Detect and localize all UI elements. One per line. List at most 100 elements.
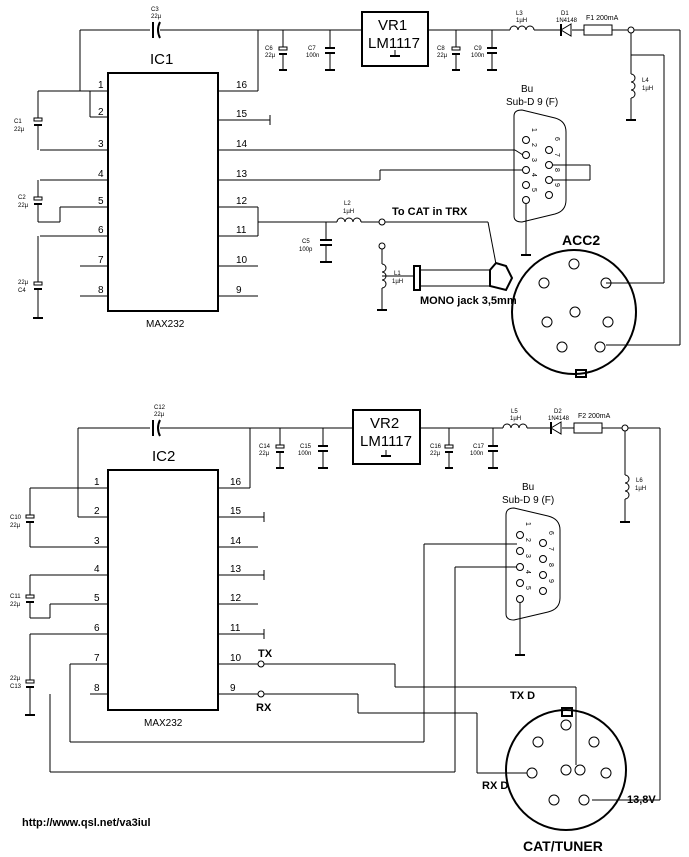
top-l1-ref: L1 <box>394 271 401 277</box>
bottom-l5-ref: L5 <box>511 409 518 415</box>
ic1-pin-4: 4 <box>98 169 104 180</box>
ic1-pin-10: 10 <box>236 255 248 266</box>
top-c4-ref: C4 <box>18 288 26 294</box>
ic1-pin-11: 11 <box>236 225 247 236</box>
top-c2-value: 22µ <box>18 203 29 209</box>
top-f1-label: F1 200mA <box>586 15 619 22</box>
top-subd-pin-5: 5 <box>530 188 537 192</box>
bottom-subd-pin-9: 9 <box>547 579 554 583</box>
bottom-decoupling-caps <box>275 428 498 469</box>
ic2-pin-3: 3 <box>94 536 100 547</box>
top-c1 <box>33 90 91 150</box>
top-c1-value: 22µ <box>14 127 25 133</box>
ic1-body <box>107 72 219 312</box>
top-subd-pins <box>522 136 553 204</box>
bottom-txd-label: TX D <box>510 690 535 702</box>
top-to-cat-label: To CAT in TRX <box>392 206 468 218</box>
bottom-subd-pins <box>516 531 547 603</box>
top-circuit: IC1 MAX232 1 2 3 4 5 6 7 8 16 15 14 13 1… <box>14 7 681 378</box>
top-mono-jack-label: MONO jack 3,5mm <box>420 295 517 307</box>
ic1-pin-14: 14 <box>236 139 248 150</box>
bottom-c10 <box>25 488 35 547</box>
ic2-pin-6: 6 <box>94 623 100 634</box>
bottom-supply-terminal <box>621 424 629 432</box>
vr2-body <box>352 409 421 465</box>
top-subd-bu: Bu <box>521 84 533 95</box>
footer-url: http://www.qsl.net/va3iul <box>22 817 151 829</box>
top-c5-ref: C5 <box>302 239 310 245</box>
top-subd-pin-8: 8 <box>553 168 560 172</box>
bottom-c14-ref: C14 <box>259 444 271 450</box>
bottom-c12-value: 22µ <box>154 412 165 418</box>
mono-jack-plug <box>413 261 514 292</box>
top-subd-connector <box>513 109 567 223</box>
bottom-subd-pin-8: 8 <box>547 563 554 567</box>
bottom-c16-value: 22µ <box>430 451 441 457</box>
top-c2 <box>33 180 61 223</box>
ic2-pin-4: 4 <box>94 564 100 575</box>
bottom-supply-wiring <box>592 427 661 801</box>
bottom-d2-value: 1N4148 <box>548 416 570 422</box>
top-l2-coil <box>336 217 362 223</box>
top-l1-branch <box>377 242 414 311</box>
bottom-rxd-label: RX D <box>482 780 508 792</box>
bottom-c10-ref: C10 <box>10 515 22 521</box>
bottom-diode-d2 <box>550 421 562 435</box>
top-c9-value: 100n <box>471 53 484 59</box>
bottom-d2-ref: D2 <box>554 409 562 415</box>
top-c1-ref: C1 <box>14 119 22 125</box>
bottom-subd-pin-3: 3 <box>524 554 531 558</box>
bottom-circuit: IC2 MAX232 1 2 3 4 5 6 7 8 16 15 14 13 1… <box>10 405 661 854</box>
ic1-pins <box>40 90 515 297</box>
bottom-c15-value: 100n <box>298 451 311 457</box>
bottom-subd-pin-6: 6 <box>547 531 554 535</box>
top-supply-terminal <box>627 26 635 34</box>
bottom-subd-bu: Bu <box>522 482 534 493</box>
bottom-l5-coil <box>502 423 528 429</box>
top-cat-terminal <box>378 218 386 226</box>
bottom-c17-value: 100n <box>470 451 483 457</box>
top-supply-wiring <box>606 29 681 346</box>
bottom-c13-value: 22µ <box>10 676 21 682</box>
ic1-pin-15: 15 <box>236 109 248 120</box>
bottom-subd-pin-7: 7 <box>547 547 554 551</box>
bottom-subd-pin-1: 1 <box>524 522 531 526</box>
ic2-pin-2: 2 <box>94 506 100 517</box>
top-subd-pin-7: 7 <box>553 153 560 157</box>
bottom-c13 <box>25 634 35 716</box>
top-l4-coil <box>630 73 636 99</box>
bottom-c14-value: 22µ <box>259 451 270 457</box>
ic1-pin-5: 5 <box>98 196 104 207</box>
ic1-pin-8: 8 <box>98 285 104 296</box>
ic2-pin-10: 10 <box>230 653 242 664</box>
top-c4 <box>33 236 43 319</box>
ic2-pin-5: 5 <box>94 593 100 604</box>
acc2-label: ACC2 <box>562 232 600 248</box>
bottom-fuse-f2 <box>573 422 603 434</box>
top-c8-ref: C8 <box>437 46 445 52</box>
bottom-c12-ref: C12 <box>154 405 166 411</box>
bottom-subd-type: Sub-D 9 (F) <box>502 495 554 506</box>
top-c6-value: 22µ <box>265 53 276 59</box>
ic2-pins <box>30 487 265 695</box>
bottom-c11-value: 22µ <box>10 602 21 608</box>
ic2-body <box>107 469 219 711</box>
top-c8-value: 22µ <box>437 53 448 59</box>
top-subd-type: Sub-D 9 (F) <box>506 97 558 108</box>
bottom-c17-ref: C17 <box>473 444 485 450</box>
top-l3-value: 1µH <box>516 18 527 24</box>
top-c7-value: 100n <box>306 53 319 59</box>
top-l4-ref: L4 <box>642 78 649 84</box>
top-cat-line <box>257 207 497 265</box>
vr1-ground <box>390 50 400 57</box>
top-d1-value: 1N4148 <box>556 18 578 24</box>
vr2-ground <box>381 450 391 457</box>
cat-tuner-din-connector <box>505 707 627 831</box>
top-l3-coil <box>509 25 535 31</box>
bottom-l5-value: 1µH <box>510 416 521 422</box>
vr1-body <box>361 11 429 67</box>
bottom-c11 <box>25 575 51 619</box>
ic1-pin-7: 7 <box>98 255 104 266</box>
ic1-pin-13: 13 <box>236 169 248 180</box>
bottom-tx-rx-wiring <box>49 543 577 774</box>
